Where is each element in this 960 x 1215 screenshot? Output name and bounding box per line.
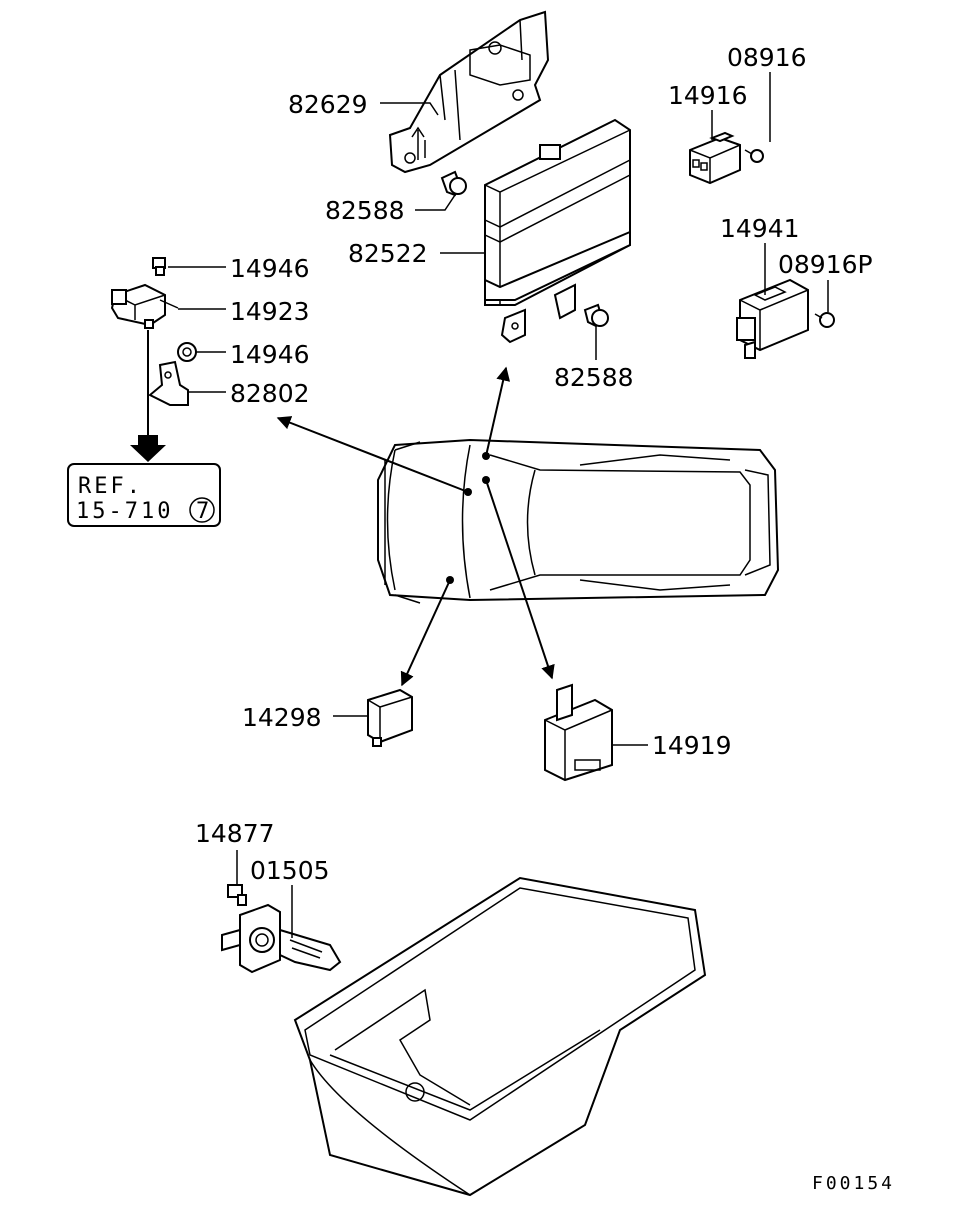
label-82522: 82522	[348, 239, 428, 268]
screw-08916P	[814, 312, 835, 328]
label-14298: 14298	[242, 703, 322, 732]
label-14946-upper: 14946	[230, 254, 310, 283]
label-82588-lower: 82588	[554, 363, 634, 392]
label-82802: 82802	[230, 379, 310, 408]
oil-pan	[293, 876, 707, 1197]
bracket-82629	[388, 10, 550, 174]
screw-82588-lower	[583, 303, 609, 328]
vehicle-top-view	[377, 438, 780, 604]
label-14941: 14941	[720, 214, 800, 243]
unit-14919	[544, 683, 613, 782]
label-82629: 82629	[288, 90, 368, 119]
grommet-14946-lower	[177, 342, 197, 362]
relay-14298	[367, 688, 413, 747]
pointer-arrows	[276, 366, 555, 687]
screw-08916	[744, 149, 764, 163]
sensor-14923	[110, 283, 179, 329]
label-14919: 14919	[652, 731, 732, 760]
control-unit-82522	[484, 118, 631, 344]
reference-circled-number: 7	[196, 499, 209, 524]
reference-box: REF. 15-710 7	[67, 463, 221, 527]
figure-code: F00154	[812, 1173, 895, 1194]
label-14916: 14916	[668, 81, 748, 110]
relay-14941	[736, 278, 809, 359]
reference-line2: 15-710	[76, 499, 173, 524]
sensor-01505	[221, 903, 342, 974]
relay-14916	[689, 131, 741, 185]
ref-down-arrow	[130, 435, 166, 462]
label-14946-lower: 14946	[230, 340, 310, 369]
label-82588-upper: 82588	[325, 196, 405, 225]
part-labels: 82629 08916 14916 82588 82522 14941 0891…	[195, 43, 873, 885]
label-08916: 08916	[727, 43, 807, 72]
bracket-82802	[148, 360, 189, 406]
reference-line1: REF.	[78, 474, 143, 499]
label-08916P: 08916P	[778, 250, 873, 279]
bolt-14946-upper	[152, 257, 166, 276]
bolt-14877	[227, 884, 247, 906]
label-01505: 01505	[250, 856, 330, 885]
label-14877: 14877	[195, 819, 275, 848]
screw-82588-upper	[440, 170, 467, 197]
leader-lines	[168, 72, 829, 938]
label-14923: 14923	[230, 297, 310, 326]
